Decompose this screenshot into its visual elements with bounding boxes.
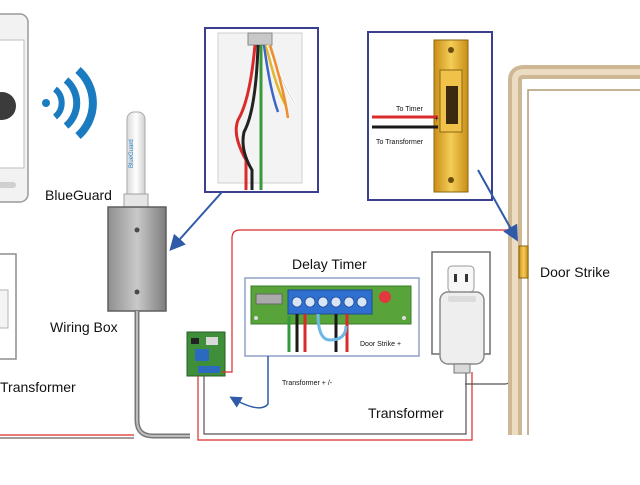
to-transformer-label: To Transformer — [376, 139, 424, 146]
smartphone — [0, 13, 29, 203]
wire-black-bottom — [203, 372, 467, 435]
cable-highlight — [136, 311, 190, 437]
screw-icon — [134, 227, 140, 233]
transformer-left-device — [0, 253, 17, 360]
blueguard-antenna — [123, 111, 149, 209]
transformer-plus-minus-label: Transformer + /- — [282, 380, 333, 387]
app-lock-icon — [0, 92, 16, 120]
arrow-timer-to-relay — [229, 356, 269, 409]
transformer-plug — [439, 291, 485, 374]
timer-potentiometer — [379, 291, 391, 303]
transformer-bottom-label: Transformer — [368, 405, 444, 421]
blueguard-label: BlueGuard — [45, 187, 112, 203]
to-timer-label: To Timer — [396, 106, 423, 113]
delay-timer — [244, 277, 420, 357]
timer-capacitor — [255, 293, 283, 305]
inset-wire-bundle — [204, 27, 319, 193]
cable — [134, 311, 190, 439]
door-frame — [508, 65, 640, 435]
relay-board — [186, 331, 226, 377]
svg-text:+: + — [434, 114, 439, 123]
door-strike-label: Door Strike — [540, 264, 611, 280]
wire-red-bottom — [197, 372, 473, 441]
wiring-box-label: Wiring Box — [50, 319, 118, 335]
inset-door-strike: + — [367, 31, 493, 201]
door-strike-plus-label: Door Strike + — [360, 341, 402, 348]
door-strike-device — [518, 245, 529, 279]
screw-icon — [134, 289, 140, 295]
antenna-brand-label: BlueGuard — [129, 139, 135, 168]
arrow-inset-to-strike — [477, 169, 518, 242]
delay-timer-label: Delay Timer — [292, 256, 367, 272]
wifi-icon — [42, 67, 97, 139]
arrow-inset-to-box — [169, 191, 223, 251]
transformer-left-label: Transformer — [0, 379, 76, 395]
wiring-box — [107, 206, 167, 312]
